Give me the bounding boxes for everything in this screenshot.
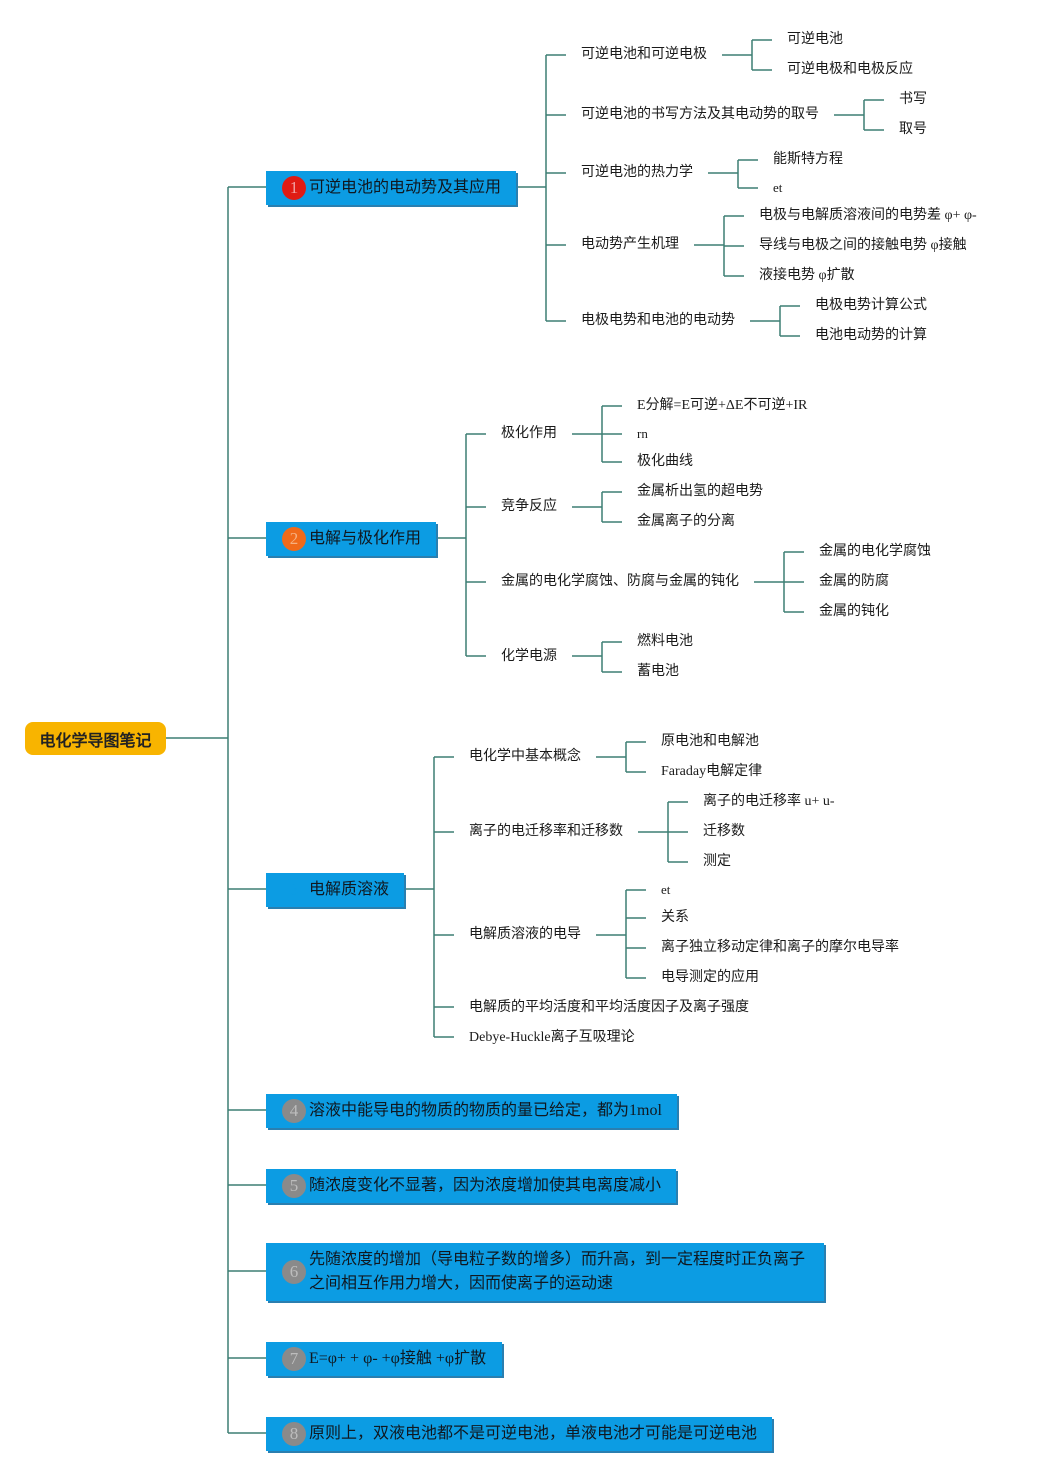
topic-6-line-1: 先随浓度的增加（导电粒子数的增多）而升高，到一定程度时正负离子 xyxy=(309,1251,806,1268)
t3-b2-leaf-3[interactable]: 测定 xyxy=(703,854,731,869)
badge-4-icon: 4 xyxy=(282,1099,306,1123)
badge-3-icon: 3 xyxy=(282,878,306,902)
badge-1-icon: 1 xyxy=(282,176,306,200)
t2-branch-1[interactable]: 极化作用 xyxy=(501,426,557,441)
t3-b3-leaf-3[interactable]: 离子独立移动定律和离子的摩尔电导率 xyxy=(661,940,899,955)
t3-b2-leaf-1[interactable]: 离子的电迁移率 u+ u- xyxy=(703,794,835,809)
t1-b1-leaf-1[interactable]: 可逆电池 xyxy=(787,32,843,47)
t3-b3-leaf-1[interactable]: et xyxy=(661,882,671,897)
topic-5[interactable]: 5 随浓度变化不显著，因为浓度增加使其电离度减小 xyxy=(266,1169,676,1203)
topic-4-label: 溶液中能导电的物质的物质的量已给定，都为1mol xyxy=(309,1102,662,1119)
t1-b5-leaf-2[interactable]: 电池电动势的计算 xyxy=(815,328,927,343)
t3-branch-3[interactable]: 电解质溶液的电导 xyxy=(469,927,581,942)
t1-branch-3[interactable]: 可逆电池的热力学 xyxy=(581,165,693,180)
topic-3-label: 电解质溶液 xyxy=(309,881,390,898)
t1-b3-leaf-1[interactable]: 能斯特方程 xyxy=(773,152,843,167)
t1-b1-leaf-2[interactable]: 可逆电极和电极反应 xyxy=(787,62,913,77)
t2-b3-leaf-2[interactable]: 金属的防腐 xyxy=(819,574,889,589)
t3-b3-leaf-4[interactable]: 电导测定的应用 xyxy=(661,970,759,985)
badge-2-icon: 2 xyxy=(282,527,306,551)
t3-branch-1[interactable]: 电化学中基本概念 xyxy=(469,749,581,764)
t1-b4-leaf-1[interactable]: 电极与电解质溶液间的电势差 φ+ φ- xyxy=(759,208,977,223)
t2-b3-leaf-1[interactable]: 金属的电化学腐蚀 xyxy=(819,544,931,559)
topic-7-label: E=φ+ + φ- +φ接触 +φ扩散 xyxy=(309,1350,487,1367)
root-node[interactable]: 电化学导图笔记 xyxy=(25,722,166,755)
topic-6-line-2: 之间相互作用力增大，因而使离子的运动速 xyxy=(309,1275,614,1292)
t2-branch-3[interactable]: 金属的电化学腐蚀、防腐与金属的钝化 xyxy=(501,574,739,589)
topic-2[interactable]: 2 电解与极化作用 xyxy=(266,522,436,556)
badge-7-icon: 7 xyxy=(282,1347,306,1371)
t3-b3-leaf-2[interactable]: 关系 xyxy=(661,910,689,925)
t1-b2-leaf-2[interactable]: 取号 xyxy=(899,122,927,137)
badge-5-icon: 5 xyxy=(282,1174,306,1198)
t3-b2-leaf-2[interactable]: 迁移数 xyxy=(703,824,745,839)
t1-b3-leaf-2[interactable]: et xyxy=(773,180,783,195)
t2-b2-leaf-1[interactable]: 金属析出氢的超电势 xyxy=(637,484,763,499)
t1-branch-1[interactable]: 可逆电池和可逆电极 xyxy=(581,47,707,62)
t1-b2-leaf-1[interactable]: 书写 xyxy=(899,92,927,107)
t1-branch-5[interactable]: 电极电势和电池的电动势 xyxy=(581,313,735,328)
badge-6-icon: 6 xyxy=(282,1260,306,1284)
badge-8-icon: 8 xyxy=(282,1422,306,1446)
t1-branch-4[interactable]: 电动势产生机理 xyxy=(581,237,679,252)
t2-b1-leaf-3[interactable]: 极化曲线 xyxy=(637,454,693,469)
t2-b1-leaf-2[interactable]: rn xyxy=(637,426,648,441)
t2-b3-leaf-3[interactable]: 金属的钝化 xyxy=(819,604,889,619)
topic-2-label: 电解与极化作用 xyxy=(309,530,422,547)
topic-8[interactable]: 8 原则上，双液电池都不是可逆电池，单液电池才可能是可逆电池 xyxy=(266,1417,772,1451)
t2-branch-4[interactable]: 化学电源 xyxy=(501,649,557,664)
topic-8-label: 原则上，双液电池都不是可逆电池，单液电池才可能是可逆电池 xyxy=(309,1425,758,1442)
t3-branch-2[interactable]: 离子的电迁移率和迁移数 xyxy=(469,824,623,839)
t1-b5-leaf-1[interactable]: 电极电势计算公式 xyxy=(815,298,927,313)
topic-3[interactable]: 3 电解质溶液 xyxy=(266,873,404,907)
topic-7[interactable]: 7 E=φ+ + φ- +φ接触 +φ扩散 xyxy=(266,1342,502,1376)
t1-b4-leaf-3[interactable]: 液接电势 φ扩散 xyxy=(759,268,855,283)
topic-1[interactable]: 1 可逆电池的电动势及其应用 xyxy=(266,171,516,205)
t2-b4-leaf-1[interactable]: 燃料电池 xyxy=(637,634,693,649)
topic-5-label: 随浓度变化不显著，因为浓度增加使其电离度减小 xyxy=(309,1177,662,1194)
topic-4[interactable]: 4 溶液中能导电的物质的物质的量已给定，都为1mol xyxy=(266,1094,677,1128)
t1-b4-leaf-2[interactable]: 导线与电极之间的接触电势 φ接触 xyxy=(759,238,967,253)
t3-b1-leaf-2[interactable]: Faraday电解定律 xyxy=(661,764,763,779)
t3-branch-5[interactable]: Debye-Huckle离子互吸理论 xyxy=(469,1030,635,1045)
topic-6[interactable]: 6 先随浓度的增加（导电粒子数的增多）而升高，到一定程度时正负离子 之间相互作用… xyxy=(266,1243,824,1301)
t3-branch-4[interactable]: 电解质的平均活度和平均活度因子及离子强度 xyxy=(469,1000,749,1015)
t1-branch-2[interactable]: 可逆电池的书写方法及其电动势的取号 xyxy=(581,107,819,122)
root-label: 电化学导图笔记 xyxy=(39,730,152,750)
t3-b1-leaf-1[interactable]: 原电池和电解池 xyxy=(661,734,759,749)
t2-b1-leaf-1[interactable]: E分解=E可逆+ΔE不可逆+IR xyxy=(637,398,808,413)
t2-branch-2[interactable]: 竞争反应 xyxy=(501,499,557,514)
topic-6-label: 先随浓度的增加（导电粒子数的增多）而升高，到一定程度时正负离子 之间相互作用力增… xyxy=(309,1248,805,1296)
t2-b2-leaf-2[interactable]: 金属离子的分离 xyxy=(637,514,735,529)
t2-b4-leaf-2[interactable]: 蓄电池 xyxy=(637,664,679,679)
topic-1-label: 可逆电池的电动势及其应用 xyxy=(309,179,502,196)
